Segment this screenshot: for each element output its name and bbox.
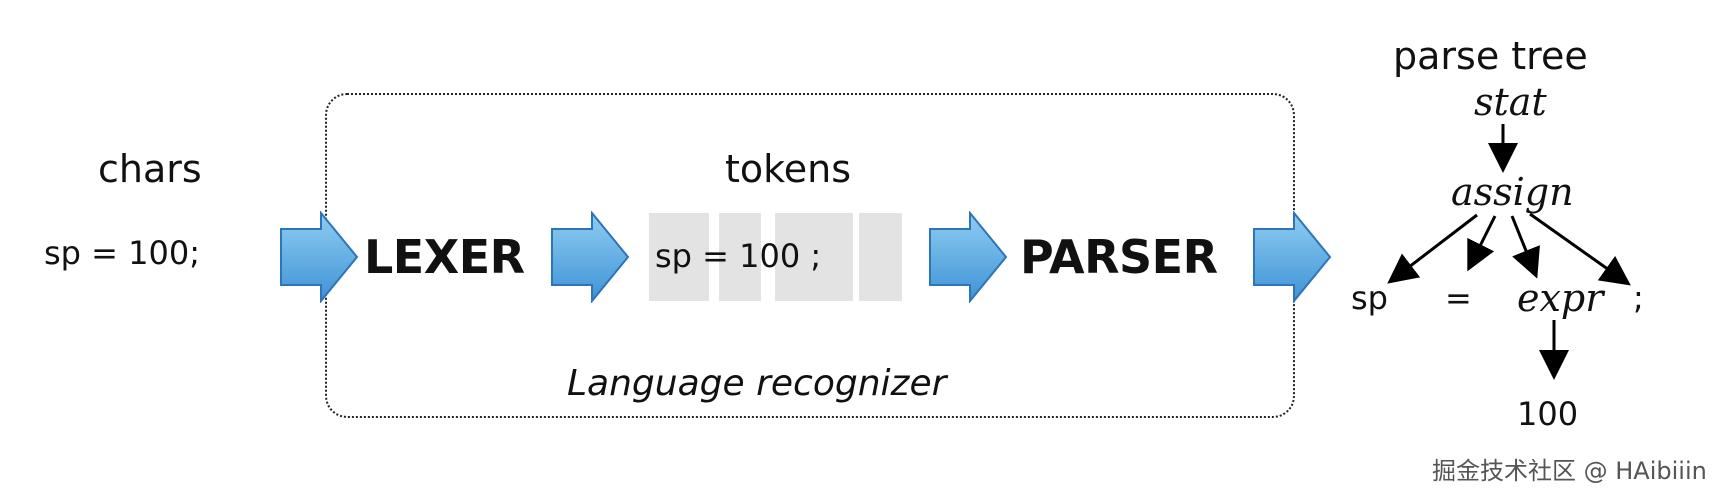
flow-arrow-icon [551,211,630,303]
tree-leaf-100: 100 [1517,395,1579,433]
tree-root-stat: stat [1474,80,1547,124]
tree-leaf-equals: = [1445,279,1472,317]
token-box [719,213,761,301]
token-box [775,213,853,301]
tree-leaf-sp: sp [1351,279,1388,317]
language-recognizer-label: Language recognizer [567,363,947,404]
parser-stage: PARSER [1020,230,1218,284]
tree-node-expr: expr [1517,276,1604,320]
flow-arrow-icon [280,211,359,303]
token-box [649,213,709,301]
watermark: 掘金技术社区 @ HAibiiin [1432,457,1707,485]
flow-arrow-icon [1253,211,1332,303]
input-chars: sp = 100; [44,234,200,272]
parse-tree-label: parse tree [1393,34,1588,78]
tokens-label: tokens [725,147,852,191]
tree-leaf-semicolon: ; [1633,279,1644,317]
tree-node-assign: assign [1451,170,1574,214]
chars-label: chars [98,147,202,191]
lexer-stage: LEXER [364,230,525,284]
flow-arrow-icon [929,211,1008,303]
token-box [859,213,902,301]
token-stream-text: sp = 100 ; [655,237,822,275]
